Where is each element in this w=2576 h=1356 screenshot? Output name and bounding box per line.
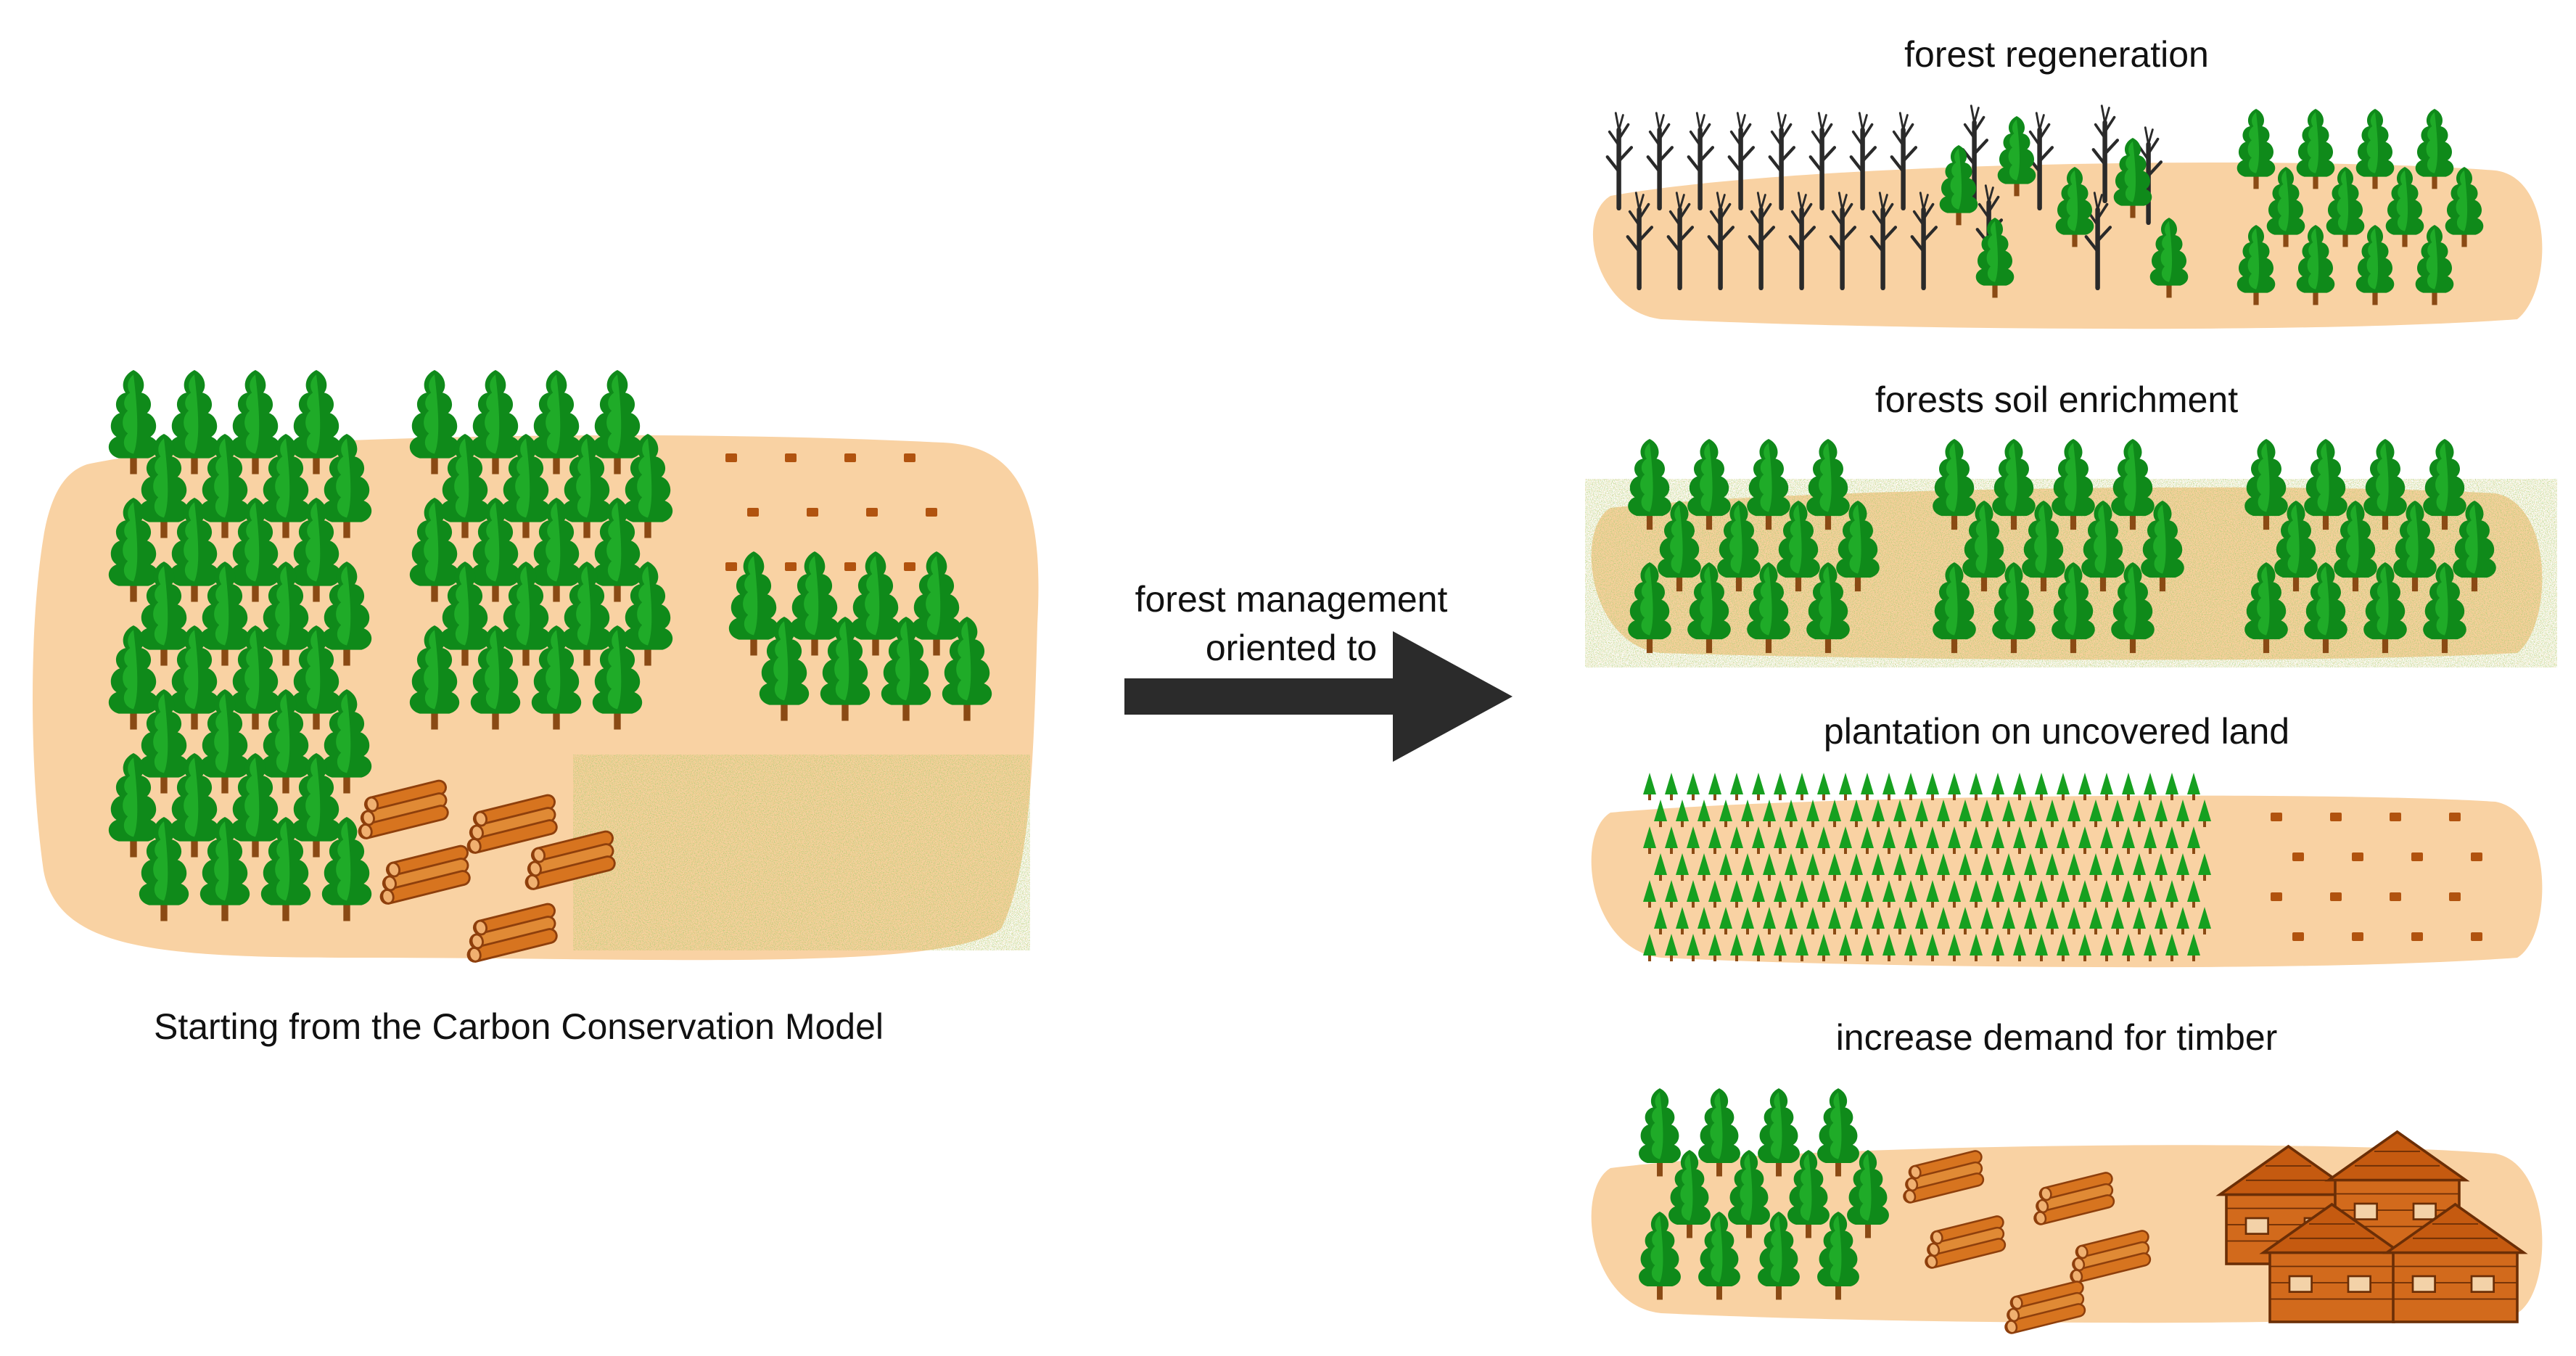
sapling-icon — [1730, 773, 1743, 800]
arrow-icon — [1124, 631, 1513, 762]
sapling-icon — [1904, 773, 1917, 800]
outcome-regeneration: forest regeneration — [1592, 34, 2543, 329]
seed-hole-icon — [2390, 813, 2401, 821]
seed-hole-icon — [2390, 892, 2401, 901]
seed-hole-icon — [807, 508, 818, 517]
sapling-icon — [2035, 773, 2048, 800]
sapling-icon — [1861, 773, 1874, 800]
sapling-icon — [1708, 773, 1721, 800]
seed-hole-icon — [2411, 852, 2423, 861]
plantation-title: plantation on uncovered land — [1824, 711, 2289, 752]
seed-hole-icon — [2411, 932, 2423, 941]
arrow-label-line1: forest management — [1135, 579, 1448, 620]
outcome-timber: increase demand for timber — [1591, 1017, 2543, 1336]
seed-hole-icon — [2471, 852, 2482, 861]
sapling-icon — [1817, 773, 1830, 800]
sapling-icon — [1665, 773, 1678, 800]
seed-hole-icon — [2449, 892, 2461, 901]
seed-hole-icon — [725, 562, 737, 571]
carbon-conservation-scene: Starting from the Carbon Conservation Mo… — [33, 370, 1039, 1047]
sapling-icon — [1882, 773, 1896, 800]
regeneration-title: forest regeneration — [1904, 34, 2209, 75]
sapling-icon — [1774, 773, 1787, 800]
soil-title: forests soil enrichment — [1875, 379, 2238, 420]
left-caption: Starting from the Carbon Conservation Mo… — [154, 1006, 884, 1047]
sapling-icon — [1643, 773, 1656, 800]
sapling-icon — [1752, 773, 1765, 800]
seed-hole-icon — [926, 508, 937, 517]
seed-hole-icon — [785, 562, 797, 571]
seed-hole-icon — [2471, 932, 2482, 941]
left-cleared-patch — [573, 755, 1030, 950]
seed-hole-icon — [904, 453, 915, 462]
seed-hole-icon — [866, 508, 878, 517]
outcome-soil-enrichment: forests soil enrichment — [1585, 379, 2557, 667]
arrow-label-line2: oriented to — [1206, 628, 1377, 668]
sapling-icon — [2057, 773, 2070, 800]
sapling-icon — [1795, 773, 1808, 800]
seed-hole-icon — [785, 453, 797, 462]
seed-hole-icon — [2271, 892, 2282, 901]
plantation-ground — [1591, 795, 2543, 968]
seed-hole-icon — [2271, 813, 2282, 821]
sapling-icon — [1839, 773, 1852, 800]
seed-hole-icon — [844, 453, 856, 462]
sapling-icon — [1948, 773, 1961, 800]
seed-hole-icon — [2449, 813, 2461, 821]
sapling-icon — [1926, 773, 1939, 800]
seed-hole-icon — [2330, 813, 2342, 821]
timber-title: increase demand for timber — [1836, 1017, 2278, 1058]
seed-hole-icon — [747, 508, 759, 517]
sapling-icon — [1687, 773, 1700, 800]
seed-hole-icon — [725, 453, 737, 462]
seed-hole-icon — [2292, 932, 2304, 941]
seed-hole-icon — [844, 562, 856, 571]
management-arrow: forest management oriented to — [1124, 579, 1513, 762]
sapling-icon — [1970, 773, 1983, 800]
seed-hole-icon — [2352, 852, 2363, 861]
sapling-icon — [1991, 773, 2004, 800]
outcome-plantation: plantation on uncovered land — [1591, 711, 2543, 968]
seed-hole-icon — [2352, 932, 2363, 941]
seed-hole-icon — [2292, 852, 2304, 861]
seed-hole-icon — [2330, 892, 2342, 901]
seed-hole-icon — [904, 562, 915, 571]
sapling-icon — [2013, 773, 2026, 800]
